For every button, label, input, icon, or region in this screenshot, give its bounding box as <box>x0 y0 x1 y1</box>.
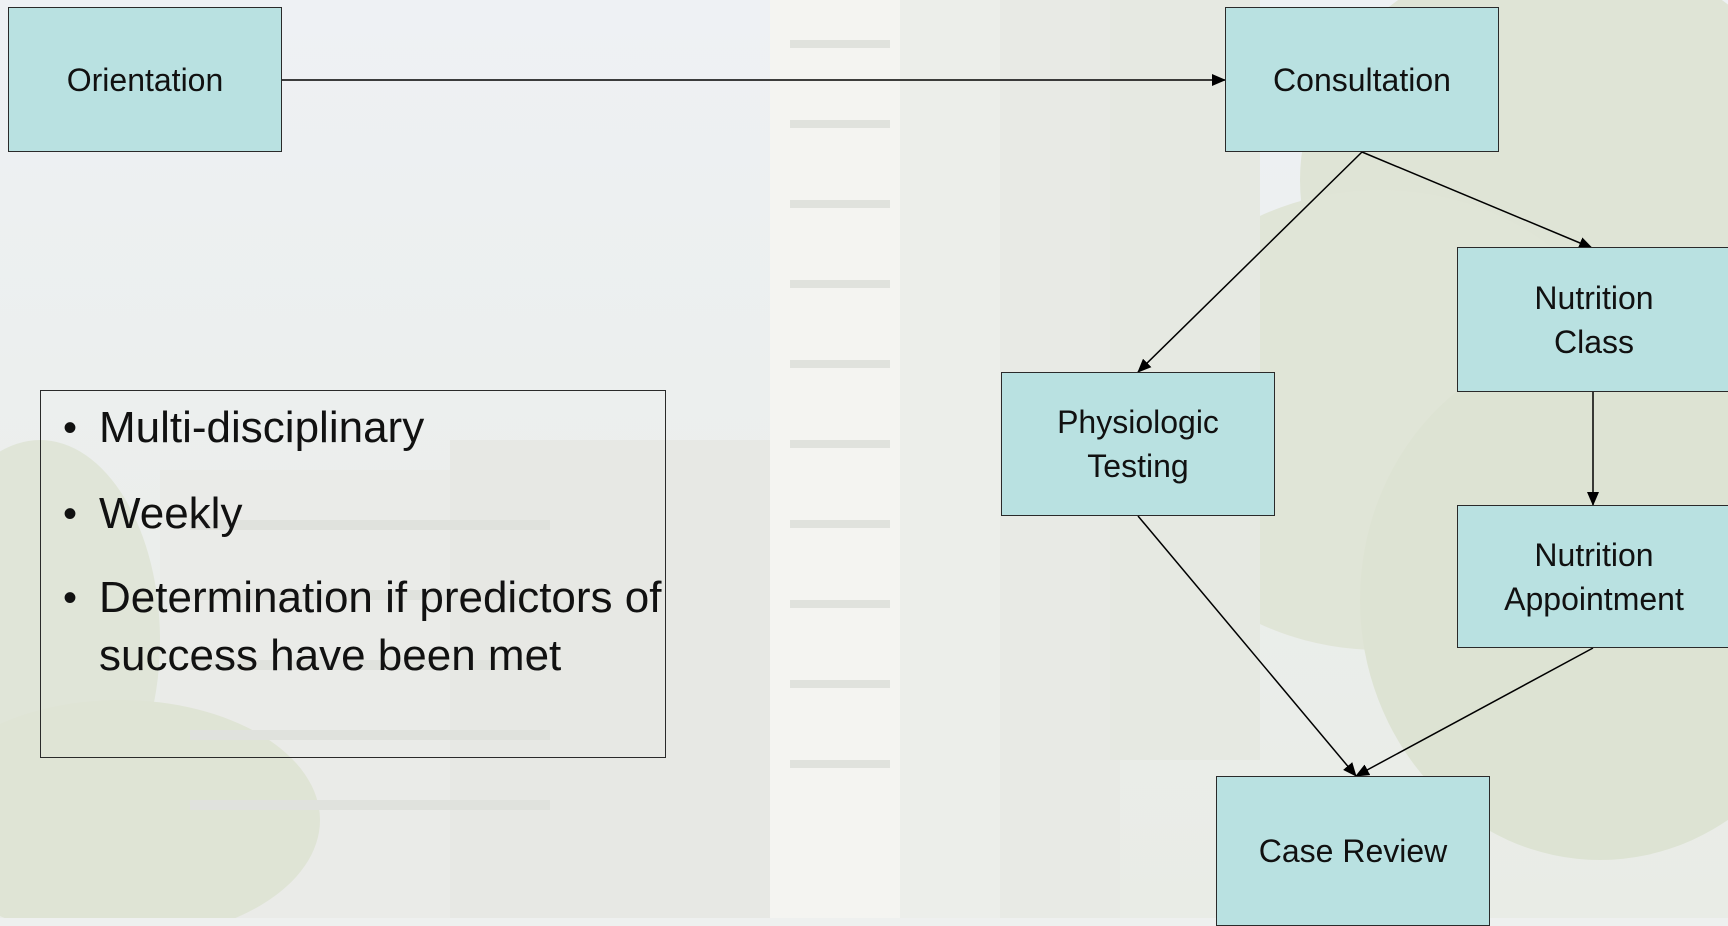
bullet-item: Determination if predictors of success h… <box>41 569 665 685</box>
bullet-item: Weekly <box>41 485 665 543</box>
consultation-label: Consultation <box>1273 61 1451 98</box>
bullet-list: Multi-disciplinary Weekly Determination … <box>41 391 665 685</box>
nutrition-appointment-label: Nutrition Appointment <box>1504 536 1684 617</box>
info-bullet-box: Multi-disciplinary Weekly Determination … <box>40 390 666 758</box>
physiologic-testing-node: Physiologic Testing <box>1001 372 1275 516</box>
consultation-node: Consultation <box>1225 7 1499 152</box>
bullet-item: Multi-disciplinary <box>41 399 665 457</box>
nutrition-class-node: Nutrition Class <box>1457 247 1728 392</box>
nutrition-class-label: Nutrition Class <box>1534 279 1654 360</box>
physiologic-testing-label: Physiologic Testing <box>1057 404 1219 484</box>
nutrition-appointment-node: Nutrition Appointment <box>1457 505 1728 648</box>
orientation-node: Orientation <box>8 7 282 152</box>
case-review-label: Case Review <box>1258 833 1448 869</box>
orientation-label: Orientation <box>66 61 224 98</box>
case-review-node: Case Review <box>1216 776 1490 926</box>
